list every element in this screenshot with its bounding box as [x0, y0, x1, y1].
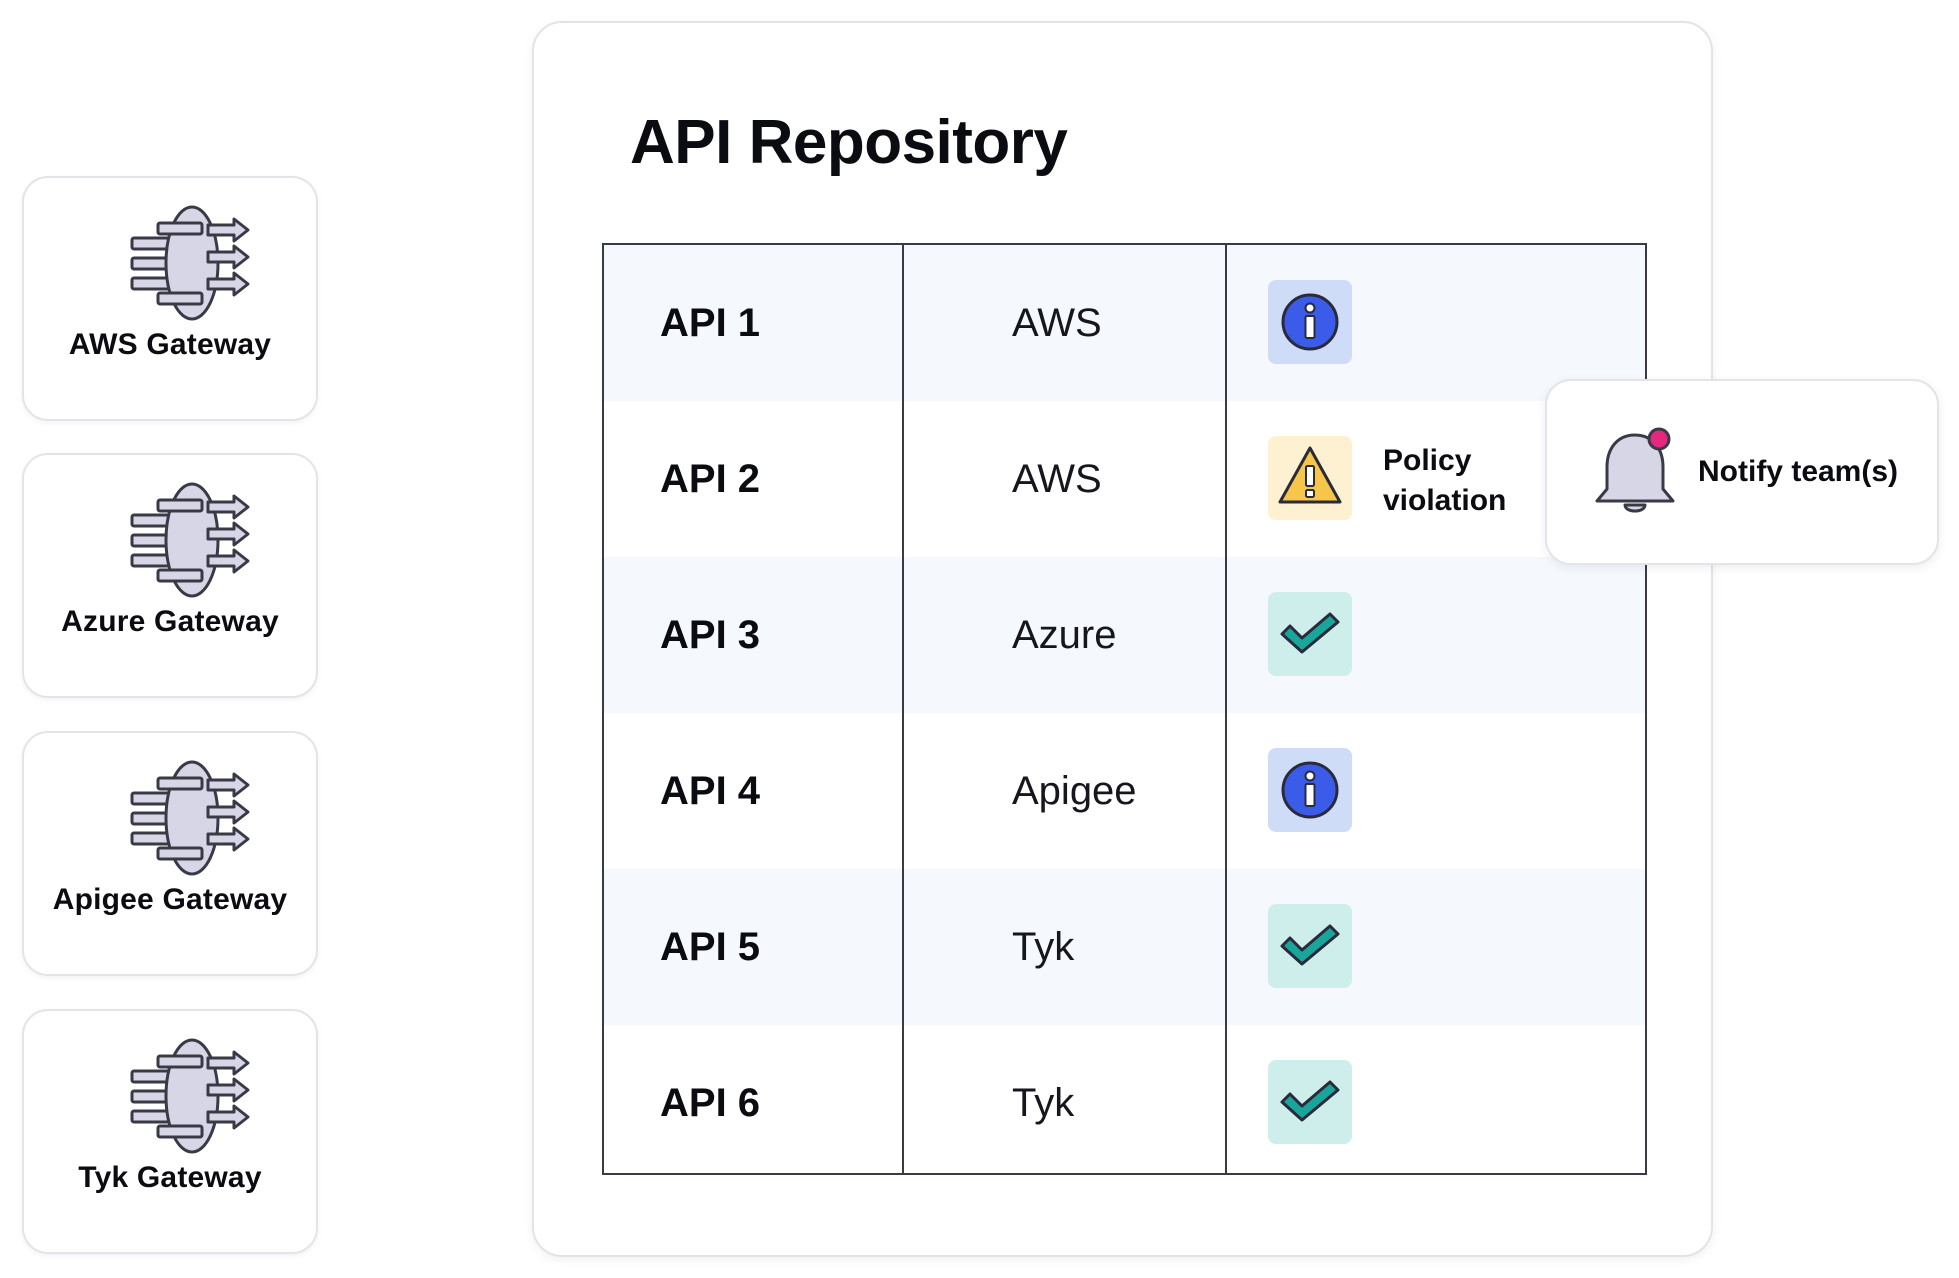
api-gateway: AWS — [1012, 457, 1102, 501]
gateway-label: AWS Gateway — [68, 328, 272, 361]
api-name: API 5 — [660, 925, 761, 969]
api-gateway: AWS — [1012, 301, 1102, 345]
ok-status-badge[interactable] — [1268, 904, 1352, 988]
bell-icon — [1595, 427, 1675, 513]
table-row[interactable]: API 6 Tyk — [604, 1025, 1645, 1181]
violation-line-1: Policy — [1383, 444, 1472, 477]
checkmark-icon — [1280, 924, 1340, 966]
gateway-icon — [130, 482, 250, 598]
warning-status-badge[interactable] — [1268, 436, 1352, 520]
table-row[interactable]: API 5 Tyk — [604, 869, 1645, 1025]
violation-line-2: violation — [1383, 484, 1507, 517]
gateway-label: Azure Gateway — [61, 605, 279, 638]
api-name: API 3 — [660, 613, 761, 657]
ok-status-badge[interactable] — [1268, 592, 1352, 676]
repository-title: API Repository — [630, 108, 1068, 177]
checkmark-icon — [1280, 612, 1340, 654]
table-row[interactable]: API 4 Apigee — [604, 713, 1645, 869]
info-icon — [1281, 293, 1339, 351]
gateway-label: Tyk Gateway — [78, 1161, 262, 1194]
gateway-icon — [130, 205, 250, 321]
api-table: API 1 AWS API 2 AWS P — [602, 243, 1647, 1175]
api-repository-panel: API Repository API 1 AWS API 2 AWS — [532, 21, 1713, 1257]
api-name: API 1 — [660, 301, 761, 345]
api-gateway: Azure — [1012, 613, 1117, 657]
api-gateway: Tyk — [1012, 925, 1075, 969]
column-divider — [902, 245, 904, 1173]
api-name: API 2 — [660, 457, 761, 501]
notify-teams-card[interactable]: Notify team(s) — [1545, 379, 1939, 565]
checkmark-icon — [1280, 1080, 1340, 1122]
api-gateway: Tyk — [1012, 1081, 1075, 1125]
table-row[interactable]: API 1 AWS — [604, 245, 1645, 401]
info-status-badge[interactable] — [1268, 280, 1352, 364]
gateway-card-apigee[interactable]: Apigee Gateway — [22, 731, 318, 976]
gateway-card-aws[interactable]: AWS Gateway — [22, 176, 318, 421]
table-row[interactable]: API 3 Azure — [604, 557, 1645, 713]
gateway-icon — [130, 1038, 250, 1154]
ok-status-badge[interactable] — [1268, 1060, 1352, 1144]
api-gateway: Apigee — [1012, 769, 1137, 813]
gateway-label: Apigee Gateway — [52, 883, 288, 916]
notify-label: Notify team(s) — [1698, 455, 1899, 488]
warning-icon — [1278, 446, 1342, 504]
gateway-card-tyk[interactable]: Tyk Gateway — [22, 1009, 318, 1254]
gateway-card-azure[interactable]: Azure Gateway — [22, 453, 318, 698]
policy-violation-note: Policy violation — [1383, 441, 1506, 521]
gateway-icon — [130, 760, 250, 876]
info-status-badge[interactable] — [1268, 748, 1352, 832]
api-name: API 4 — [660, 769, 761, 813]
api-name: API 6 — [660, 1081, 761, 1125]
table-row[interactable]: API 2 AWS Policy violation — [604, 401, 1645, 557]
column-divider — [1225, 245, 1227, 1173]
info-icon — [1281, 761, 1339, 819]
